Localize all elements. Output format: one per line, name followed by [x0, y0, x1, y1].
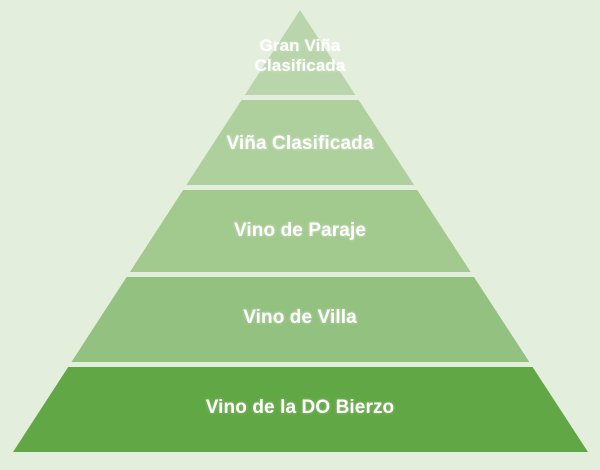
- pyramid-tier-1-shape: [244, 10, 356, 95]
- pyramid-tier-5-shape: [13, 367, 588, 452]
- pyramid-tier-4-shape: [71, 277, 530, 362]
- pyramid-tier-3-shape: [129, 190, 471, 272]
- pyramid-tier-2-shape: [186, 100, 415, 185]
